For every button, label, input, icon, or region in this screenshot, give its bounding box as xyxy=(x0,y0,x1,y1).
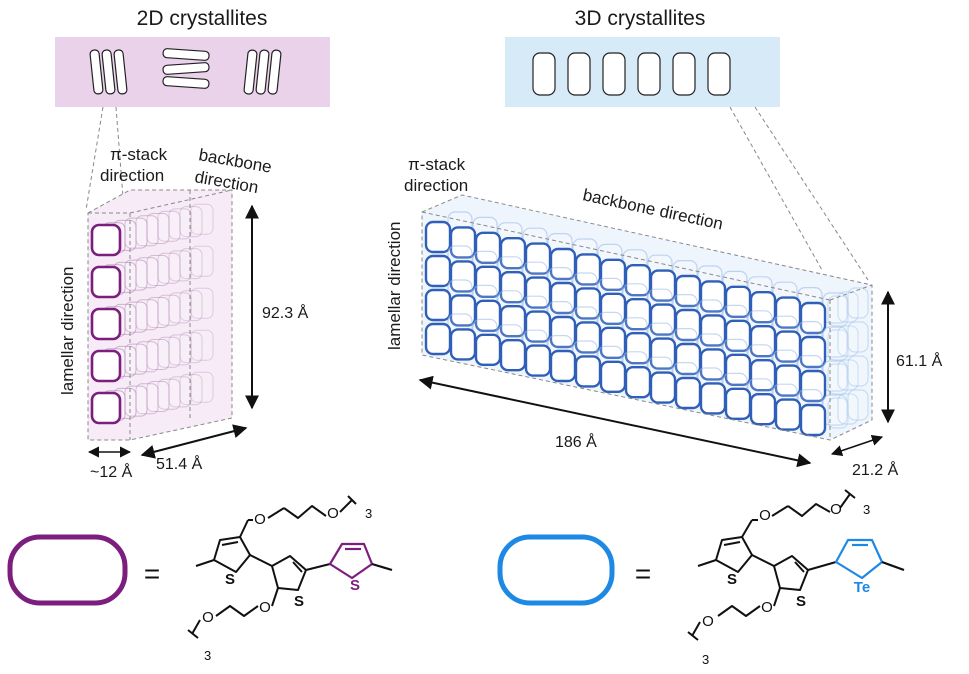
right-oxygen-top-2: O xyxy=(830,501,842,518)
left-equals: = xyxy=(144,558,160,589)
lattice-cell xyxy=(549,349,577,383)
right-pi-label-1: π-stack xyxy=(408,155,466,174)
left-pi-label-2: direction xyxy=(100,166,164,185)
lattice-cell xyxy=(847,389,869,421)
lattice-cell xyxy=(90,265,122,299)
left-oxygen-top-2: O xyxy=(327,505,339,522)
right-equals: = xyxy=(635,558,651,589)
left-zoom-line-b xyxy=(115,106,125,211)
right-width-arrow xyxy=(418,375,812,468)
left-heteroatom: S xyxy=(350,577,360,594)
left-atom-labels: S S S O O 3 O O 3 xyxy=(202,505,372,663)
lattice-cell xyxy=(499,339,527,372)
lattice-cell xyxy=(847,287,869,319)
lattice-cell xyxy=(179,206,203,238)
right-zoom-line-b xyxy=(754,106,869,281)
right-subscript-bottom: 3 xyxy=(702,652,709,667)
right-heteroring xyxy=(834,538,905,580)
lattice-cell xyxy=(774,398,802,431)
lattice-cell xyxy=(190,287,214,319)
lattice-cell xyxy=(524,344,552,377)
lattice-cell xyxy=(190,329,214,361)
right-oxygen-bottom-2: O xyxy=(702,613,714,630)
left-height-label: 92.3 Å xyxy=(262,303,309,322)
right-top-cells xyxy=(532,52,731,96)
left-heteroring xyxy=(328,542,393,580)
left-sulfur-1: S xyxy=(225,571,235,588)
lattice-cell xyxy=(474,333,502,366)
left-molecule xyxy=(187,495,357,639)
left-title: 2D crystallites xyxy=(137,7,268,30)
left-subscript-bottom: 3 xyxy=(204,648,211,663)
left-pi-label-1: π-stack xyxy=(110,145,168,164)
lattice-cell xyxy=(90,307,122,341)
right-zoom-line-a xyxy=(729,106,823,271)
right-lamellar-label: lamellar direction xyxy=(385,222,404,351)
left-depth-label: 51.4 Å xyxy=(156,454,203,473)
lattice-cell xyxy=(90,223,122,257)
lattice-cell xyxy=(424,220,452,254)
lattice-cell xyxy=(599,360,627,393)
blue-cell-legend xyxy=(497,534,615,606)
left-oxygen-bottom-2: O xyxy=(202,609,214,626)
lattice-cell xyxy=(449,328,477,361)
lattice-cell xyxy=(190,245,214,277)
right-oxygen-bottom: O xyxy=(761,599,773,616)
left-top-cells xyxy=(89,48,282,95)
lattice-cell xyxy=(90,391,122,425)
lattice-cell xyxy=(749,393,777,426)
right-oxygen-top: O xyxy=(759,507,771,524)
lattice-cell xyxy=(847,355,869,387)
left-oxygen-bottom: O xyxy=(259,599,271,616)
right-depth-arrow xyxy=(830,434,884,457)
lattice-cell xyxy=(624,366,652,399)
left-zoom-line-a xyxy=(85,106,104,211)
left-width-label: ~12 Å xyxy=(90,462,133,481)
lattice-cell xyxy=(179,332,203,364)
right-sulfur-2: S xyxy=(796,593,806,610)
right-title: 3D crystallites xyxy=(575,7,706,30)
right-depth-label: 21.2 Å xyxy=(852,460,899,479)
lattice-cell xyxy=(424,288,452,322)
right-pi-label-2: direction xyxy=(404,176,468,195)
lattice-cell xyxy=(424,254,452,288)
right-atom-labels: S S Te O O 3 O O 3 xyxy=(702,501,870,667)
purple-cell-legend xyxy=(7,534,128,606)
right-crystallite-block xyxy=(421,194,873,441)
left-oxygen-top: O xyxy=(254,511,266,528)
right-sulfur-1: S xyxy=(727,571,737,588)
lattice-cell xyxy=(574,355,602,388)
lattice-cell xyxy=(724,387,752,420)
right-width-label: 186 Å xyxy=(555,432,597,451)
left-lamellar-label: lamellar direction xyxy=(58,267,77,396)
lattice-cell xyxy=(699,382,727,415)
right-height-label: 61.1 Å xyxy=(896,351,943,370)
lattice-cell xyxy=(424,322,452,356)
lattice-cell xyxy=(179,248,203,280)
lattice-cell xyxy=(674,376,702,410)
lattice-cell xyxy=(649,371,677,404)
left-sulfur-2: S xyxy=(294,593,304,610)
right-subscript-top: 3 xyxy=(863,502,870,517)
lattice-cell xyxy=(179,290,203,322)
left-crystallite-block xyxy=(87,189,233,441)
lattice-cell xyxy=(847,321,869,353)
lattice-cell xyxy=(90,349,122,383)
left-subscript-top: 3 xyxy=(365,506,372,521)
right-molecule xyxy=(687,489,856,641)
lattice-cell xyxy=(190,203,214,235)
lattice-cell xyxy=(799,403,827,437)
lattice-cell xyxy=(179,374,203,406)
lattice-cell xyxy=(190,371,214,403)
left-depth-arrow xyxy=(140,424,248,459)
right-heteroatom: Te xyxy=(854,579,870,596)
